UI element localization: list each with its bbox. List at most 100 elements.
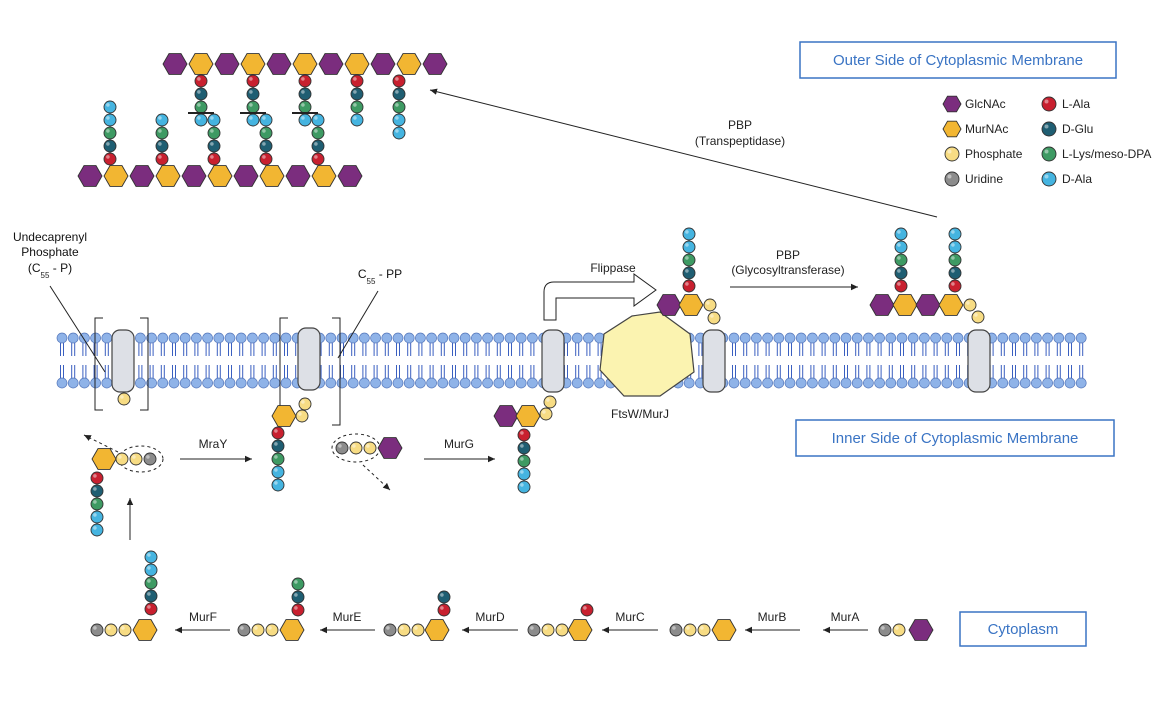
lipid-pair [1031,332,1042,389]
lipid-pair [269,332,281,389]
dglu-residue [246,87,260,101]
phosphate-residue [971,310,985,324]
lipid-pair [79,332,90,389]
lipid-pair [90,332,101,389]
lipid-pair [56,332,68,389]
glcnac-sugar [318,53,344,75]
lala-residue [350,74,364,88]
lipid-pair [135,332,146,389]
lipid-pair [930,332,941,389]
phosphate-residue [703,298,717,312]
pointer-c55pp [337,290,379,359]
undecaprenyl-carrier [297,327,321,391]
lala-residue [144,602,158,616]
dala-residue [298,113,312,127]
glcnac-sugar [370,53,396,75]
lipid-pair [426,332,437,389]
label-pbp-gt-1: PBP [776,248,800,262]
dala-residue [144,550,158,564]
llys-residue [350,100,364,114]
lipid-pair [179,332,191,389]
lipid-pair [235,332,247,389]
lipid-pair [280,332,292,389]
llys-residue [291,577,305,591]
murnac-sugar [207,165,233,187]
uridine-residue [527,623,541,637]
lipid-pair [896,332,908,389]
legend-label: MurNAc [965,122,1008,136]
llys-residue [194,100,208,114]
llys-residue [682,253,696,267]
label-mura: MurA [831,610,860,624]
lipid-pair [784,332,796,389]
label-c55p: (C55 - P) [28,261,72,280]
dglu-residue [298,87,312,101]
undecaprenyl-carrier [702,329,726,393]
lala-legend-icon [1041,96,1057,112]
uridine-residue [669,623,683,637]
phosphate-residue [555,623,569,637]
lipid-pair [403,332,415,389]
dala-residue [682,227,696,241]
murnac-sugar [292,53,318,75]
reaction-arrows [49,88,938,634]
legend-item-dglu: D-Glu [1041,121,1093,137]
label-murb: MurB [758,610,787,624]
lipid-pair [168,332,180,389]
legend-item-dala: D-Ala [1041,171,1092,187]
lipid-pair [919,332,930,389]
murnac-sugar [132,619,158,641]
llys-residue [311,126,325,140]
phosphate-residue [697,623,711,637]
phosphate-residue [265,623,279,637]
llys-residue [948,253,962,267]
murnac-sugar [155,165,181,187]
dala-residue [155,113,169,127]
undecaprenyl-carrier [967,329,991,393]
lala-residue [517,428,531,442]
lipid-pair [807,332,818,389]
label-murf: MurF [189,610,217,624]
dashed-arrow-ump-release [83,434,119,453]
lipid-pair [527,332,538,389]
lipid-pair [829,332,841,389]
lipid-pair [762,332,773,389]
phosphate-residue [683,623,697,637]
label-undecaprenyl: Undecaprenyl [13,230,87,244]
label-mure: MurE [333,610,362,624]
llys-residue [259,126,273,140]
phosphate-residue [129,452,143,466]
label-c55pp: C55 - PP [358,267,402,286]
lala-residue [298,74,312,88]
glcnac-sugar [377,437,403,459]
lipid-pair [101,332,113,389]
label-murg: MurG [444,437,474,451]
dala-residue [517,480,531,494]
lipid-pair [583,332,594,389]
llys-residue [103,126,117,140]
dala-residue [259,113,273,127]
phosphate-residue [298,397,312,411]
phosphate-legend-icon [944,146,960,162]
lala-residue [194,74,208,88]
phosphate-residue [539,407,553,421]
dala-residue [311,113,325,127]
lipid-pair [213,332,225,389]
lipid-pair [191,332,202,389]
llys-residue [271,452,285,466]
lipid-pair [818,332,829,389]
murnac-sugar [567,619,593,641]
lala-residue [271,426,285,440]
legend-label: Uridine [965,172,1003,186]
legend-label: L-Ala [1062,97,1090,111]
lipid-pair [325,332,337,389]
lipid-pair [773,332,785,389]
glcnac-sugar [656,294,682,316]
cytoplasm-label-box: Cytoplasm [959,611,1087,647]
uridine-residue [90,623,104,637]
murnac-sugar [271,405,297,427]
lala-residue [894,279,908,293]
lipid-pair [1042,332,1053,389]
arrow-pbp-transpeptidase [429,88,938,218]
murnac-legend-icon [942,120,962,138]
